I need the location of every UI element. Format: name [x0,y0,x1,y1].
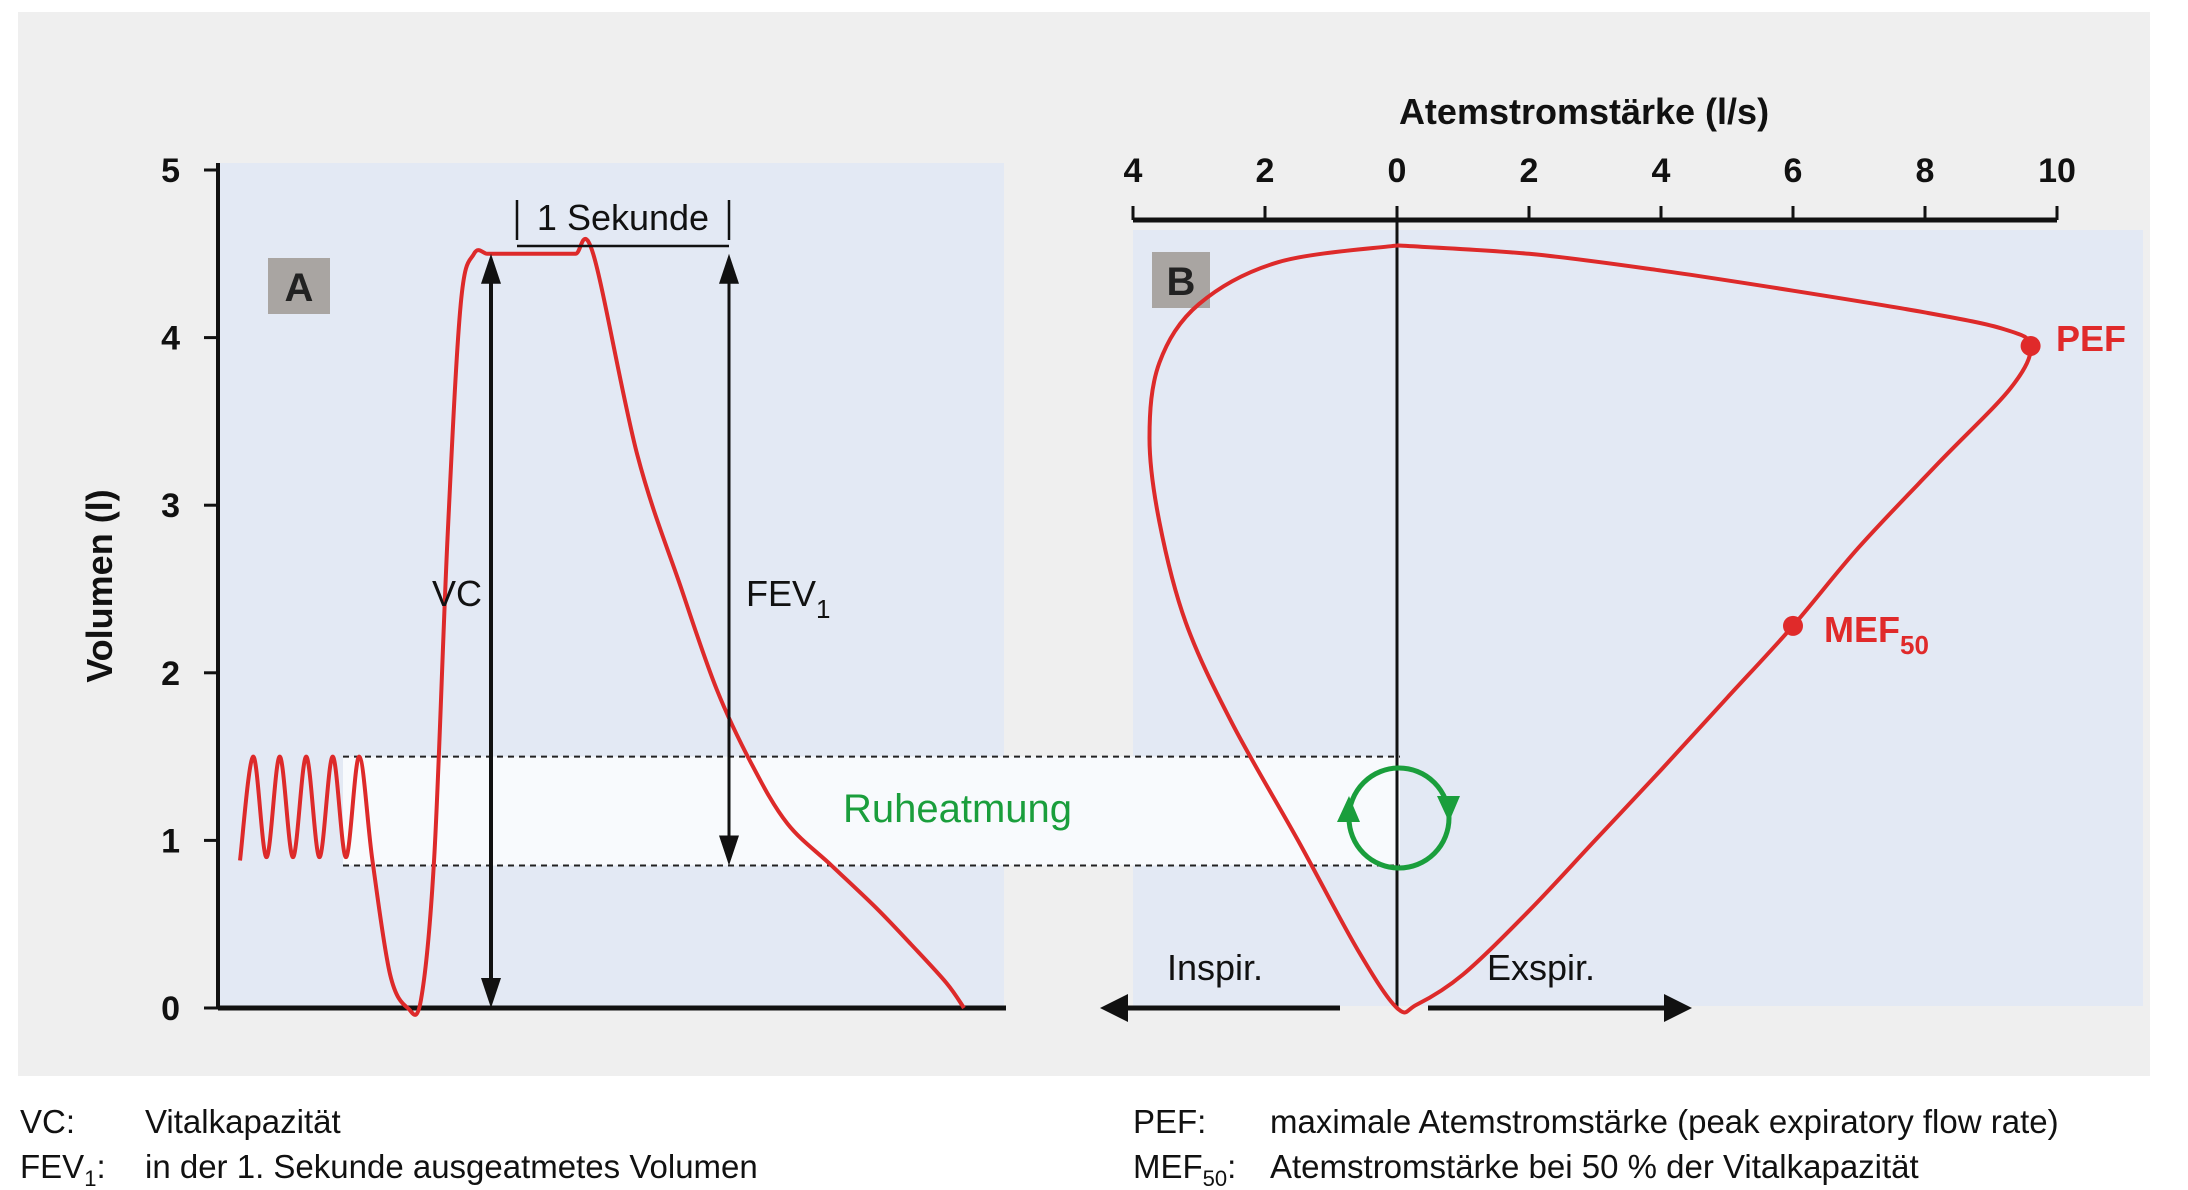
x-tick-label: 4 [1124,152,1143,190]
fev1-arrowhead-top [719,253,739,284]
x-tick-label: 6 [1784,152,1803,190]
panel-a-label-box [268,258,330,314]
fev1-arrowhead-bottom [719,835,739,866]
y-tick-label: 3 [161,487,180,525]
y-axis-label: Volumen (l) [79,489,120,682]
panel-a-background [218,163,1004,1006]
x-tick-label: 4 [1652,152,1671,190]
vc-arrowhead-bottom [481,978,501,1008]
rest-loop-arrow-up [1337,796,1360,822]
y-axis-ticks: 0 1 2 3 4 5 [161,152,218,1028]
rest-breathing-band [343,756,1400,866]
rest-breathing-label: Ruheatmung [843,787,1072,831]
legend-fev-text: in der 1. Sekunde ausgeatmetes Volumen [145,1148,758,1185]
expiration-arrowhead [1664,994,1692,1022]
vc-arrowhead-top [481,253,501,284]
y-tick-label: 4 [161,320,180,358]
panel-b-background [1133,230,2143,1006]
legend-pef-text: maximale Atemstromstärke (peak expirator… [1270,1103,2059,1140]
x-tick-label: 0 [1388,152,1407,190]
vc-label: VC [432,573,482,614]
expiration-label: Exspir. [1487,947,1595,988]
inspiration-label: Inspir. [1167,947,1263,988]
legend-mef-text: Atemstromstärke bei 50 % der Vitalkapazi… [1270,1148,1919,1185]
x-tick-label: 10 [2038,152,2076,190]
interval-label: 1 Sekunde [537,197,709,238]
mef50-label: MEF50 [1824,609,1929,660]
legend-vc-key: VC: [20,1103,75,1140]
x-axis-label: Atemstromstärke (l/s) [1399,91,1769,132]
legend-pef-key: PEF: [1133,1103,1206,1140]
rest-loop-arrow-down [1437,796,1460,822]
mef50-point [1783,615,1803,636]
panel-b-label-box [1152,252,1210,308]
panel-a-label: A [285,266,314,310]
pef-point [2020,335,2041,356]
x-tick-label: 2 [1520,152,1539,190]
panel-b-label: B [1167,260,1196,304]
x-tick-label: 8 [1916,152,1935,190]
legend-mef-key: MEF50: [1133,1148,1236,1190]
inspiration-arrowhead [1100,994,1128,1022]
legend-vc-text: Vitalkapazität [145,1103,341,1140]
y-tick-label: 1 [161,822,180,860]
fev1-label: FEV1 [746,573,830,624]
y-tick-label: 2 [161,655,180,693]
spirometry-curve [238,236,966,1017]
pef-label: PEF [2056,318,2126,359]
y-tick-label: 0 [161,990,180,1028]
x-axis-ticks: 4 2 0 2 4 6 8 10 [1124,152,2076,220]
x-tick-label: 2 [1256,152,1275,190]
flow-volume-loop [1147,243,2033,1015]
legend-fev-key: FEV1: [20,1148,106,1190]
y-tick-label: 5 [161,152,180,190]
